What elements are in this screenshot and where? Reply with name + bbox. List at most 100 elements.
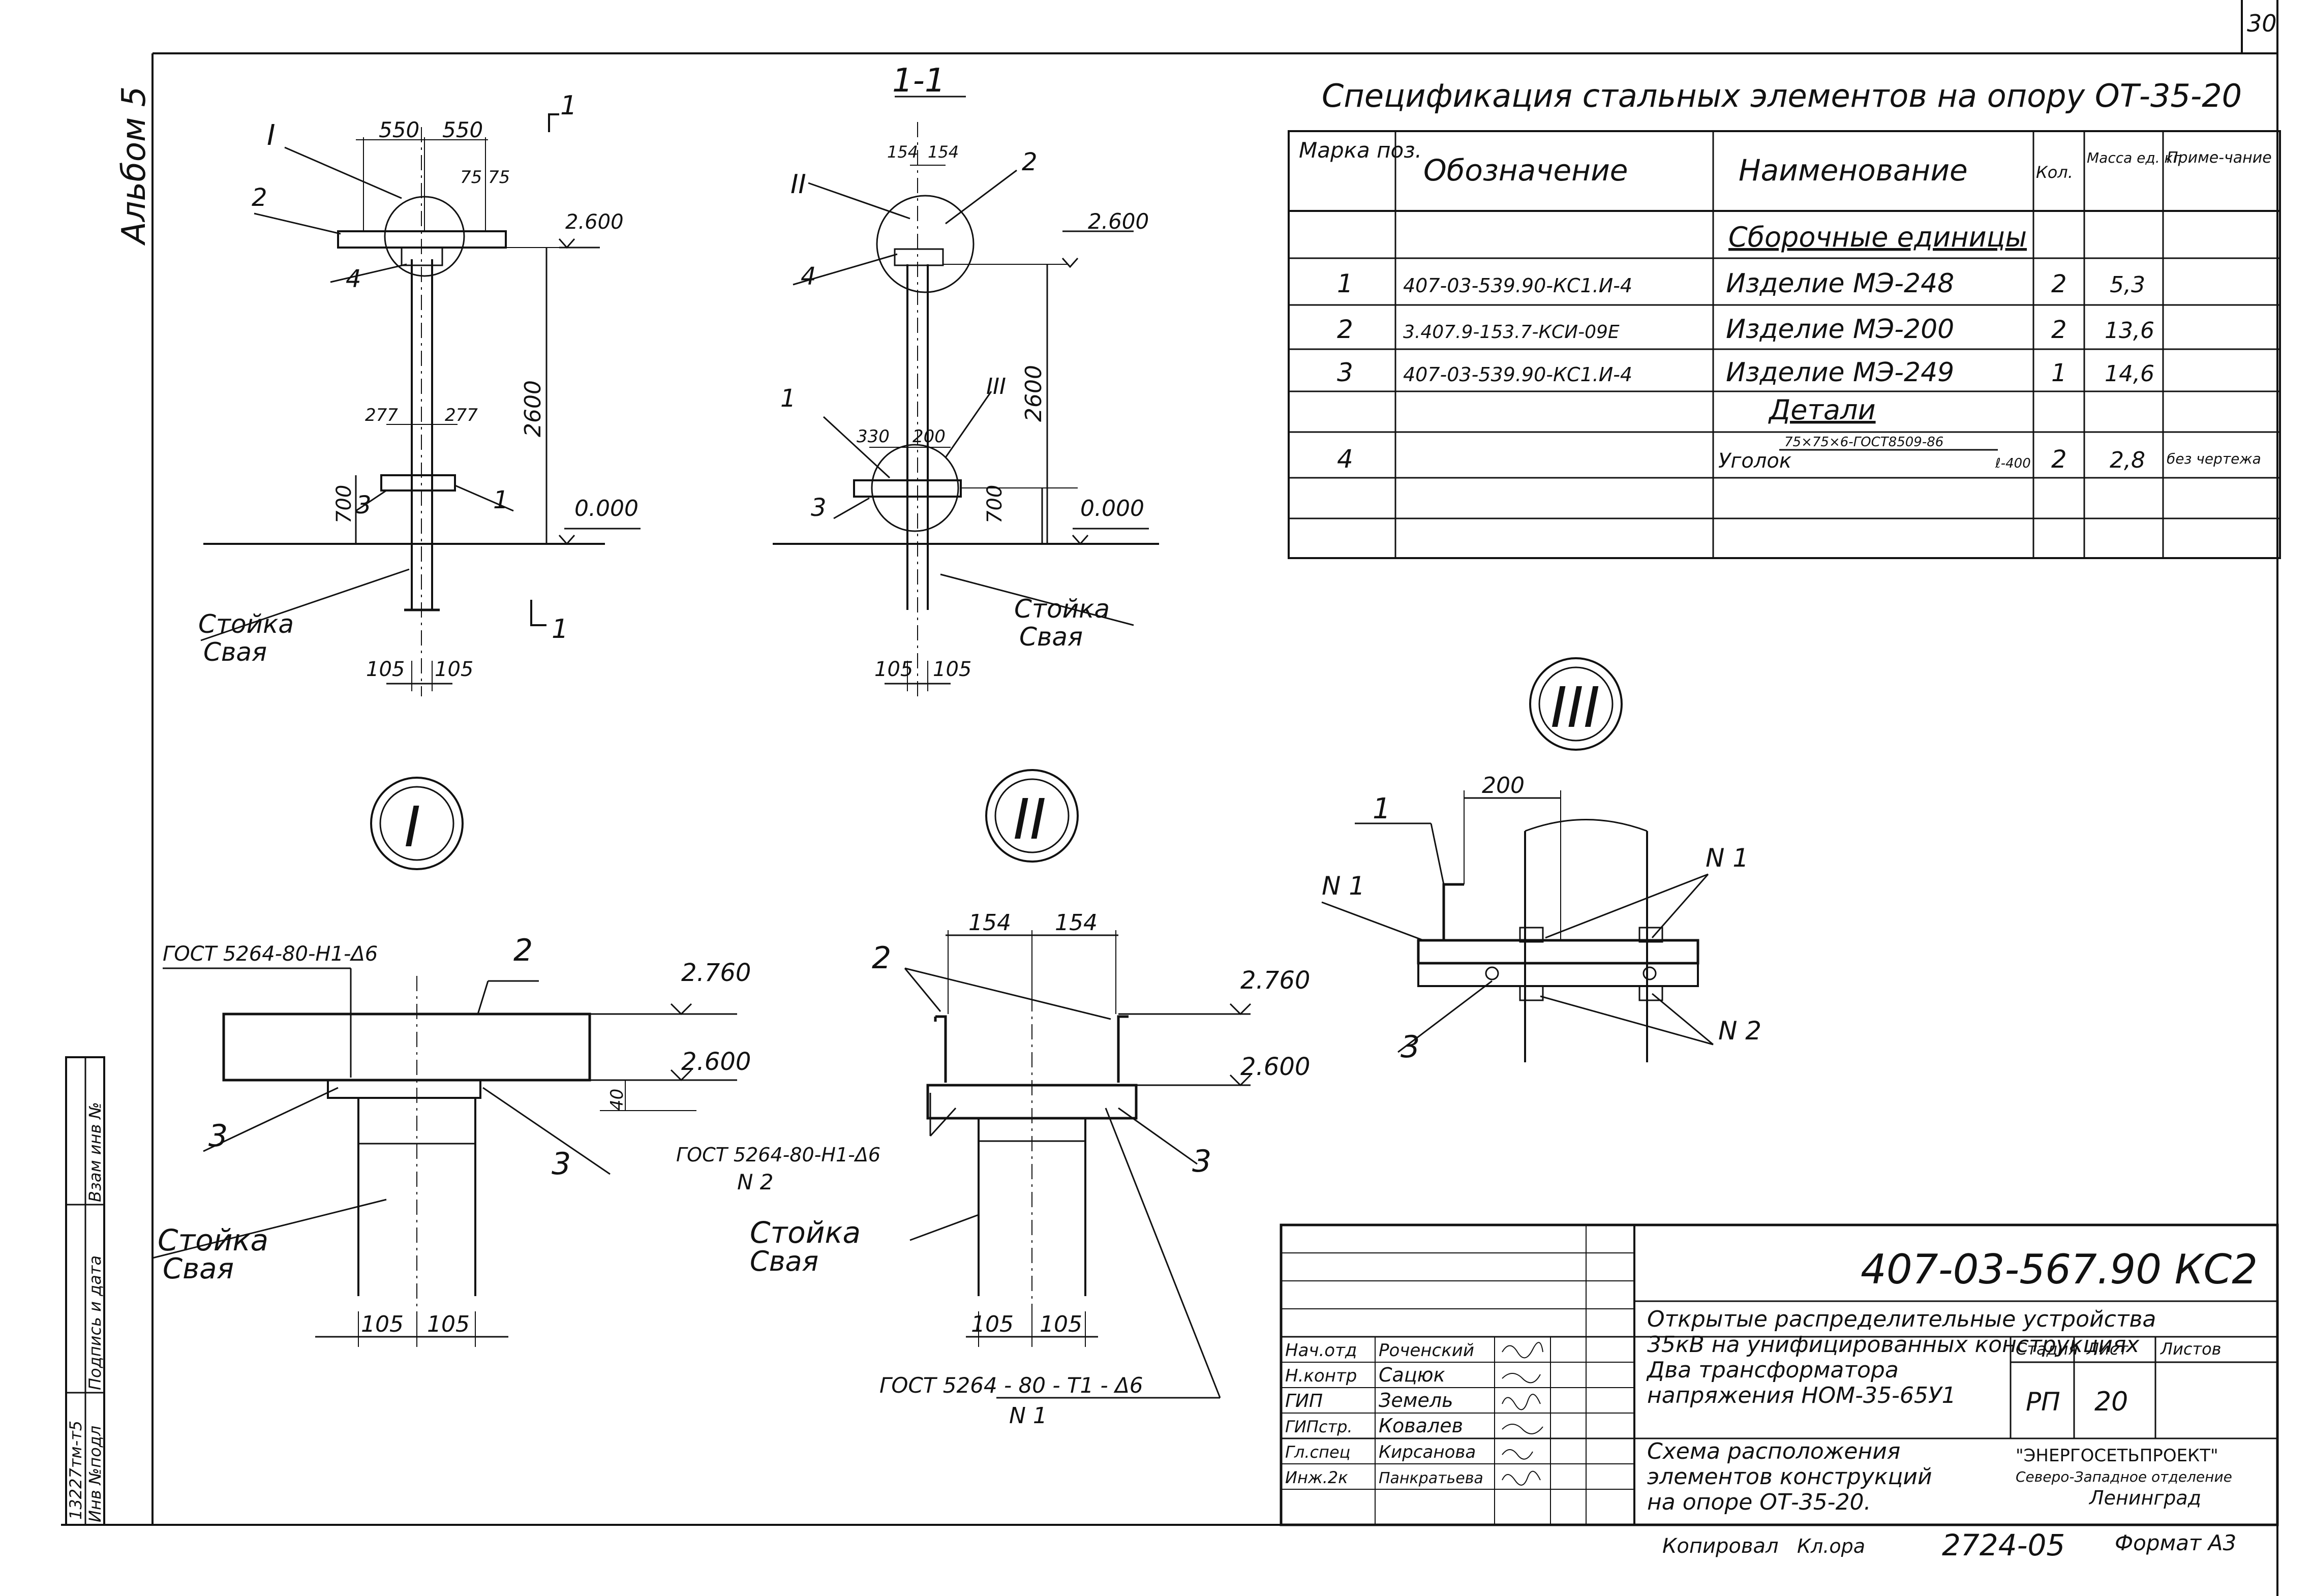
spec-row-name: Изделие МЭ-249 [1726, 357, 1954, 388]
detail-III-n2: N 2 [1718, 1016, 1761, 1046]
spec-row-designation: 407-03-539.90-КС1.И-4 [1403, 363, 1632, 386]
section-dim-154b: 154 [928, 142, 959, 162]
spec-row-note: без чертежа [2167, 450, 2261, 467]
spec-row-designation: 407-03-539.90-КС1.И-4 [1403, 274, 1632, 297]
spec-row: 1 407-03-539.90-КС1.И-4 Изделие МЭ-248 2… [1337, 268, 2145, 299]
signature-marks [1502, 1342, 1543, 1486]
section-label-pile: Свая [1019, 622, 1083, 652]
signer-row: Нач.отд Роченский [1285, 1340, 1474, 1361]
side-stamp [65, 1056, 105, 1526]
spec-row-name-sup: 75×75×6-ГОСТ8509-86 [1784, 435, 1943, 450]
detail-II-dim-105a: 105 [971, 1311, 1014, 1337]
signer-row: Гл.спец Кирсанова [1285, 1442, 1476, 1462]
detail-I-dim-105b: 105 [427, 1311, 470, 1337]
replace-inv-label: Взам инв № [85, 1102, 105, 1202]
signer-name: Кирсанова [1379, 1442, 1476, 1462]
detail-I-label: I [404, 794, 420, 860]
spec-row-qty: 1 [2051, 359, 2067, 387]
spec-group-assembly: Сборочные единицы [1728, 221, 2027, 253]
elevation-view [200, 113, 641, 696]
signer-role: ГИПстр. [1285, 1417, 1353, 1436]
elev-level-top: 2.600 [565, 210, 624, 234]
signer-role: ГИП [1285, 1391, 1323, 1411]
album-label: Альбом 5 [115, 86, 153, 246]
signature-date-label: Подпись и дата [85, 1255, 105, 1390]
elev-section-mark-top: 1 [560, 90, 577, 121]
signer-role: Гл.спец [1285, 1442, 1350, 1462]
spec-header-mass: Масса ед. кг [2087, 149, 2180, 166]
org-line-2: Северо-Западное отделение [2016, 1468, 2232, 1485]
stage-label: Стадия [2016, 1339, 2078, 1359]
signer-role: Н.контр [1285, 1366, 1357, 1386]
detail-I-pos-2: 2 [513, 933, 533, 968]
spec-row-pos: 3 [1337, 358, 1353, 387]
copied-by-label: Копировал [1662, 1534, 1779, 1558]
stage-value: РП [2026, 1387, 2060, 1417]
detail-II-weld-top: ГОСТ 5264-80-Н1-Δ6 [676, 1144, 880, 1166]
section-callout-II: II [790, 169, 806, 200]
spec-table-grid [1288, 130, 2281, 559]
sheet-label: Лист [2086, 1339, 2128, 1359]
spec-header-designation: Обозначение [1423, 153, 1628, 188]
elev-pos-4: 4 [346, 265, 361, 293]
spec-row-name: Изделие МЭ-248 [1726, 268, 1954, 299]
object-line-1: Два трансформатора [1646, 1357, 1899, 1383]
copy-number: 2724-05 [1942, 1528, 2065, 1562]
detail-II-weld-bottom-mark: N 1 [1009, 1403, 1047, 1429]
signer-role: Инж.2к [1285, 1468, 1348, 1487]
elev-dim-75b: 75 [488, 167, 510, 188]
detail-II-weld-top-mark: N 2 [737, 1170, 774, 1194]
inv-no-label: Инв №подл [85, 1426, 105, 1522]
spec-row-name-sub: ℓ-400 [1995, 456, 2031, 471]
signer-row: Н.контр Сацюк [1285, 1364, 1445, 1386]
title-block-grid [1280, 1223, 2279, 1526]
detail-III-n1-right: N 1 [1706, 843, 1749, 873]
detail-II-dim-154a: 154 [968, 910, 1011, 936]
section-dim-105a: 105 [874, 658, 913, 681]
spec-row-qty: 2 [2051, 316, 2067, 344]
signer-role: Нач.отд [1285, 1340, 1357, 1361]
section-level-ground: 0.000 [1080, 496, 1144, 521]
detail-III-pos-3: 3 [1401, 1029, 1420, 1065]
section-label-post: Стойка [1014, 594, 1110, 624]
section-pos-3: 3 [811, 494, 827, 522]
detail-II-label: II [1013, 787, 1046, 852]
spec-group-details: Детали [1768, 394, 1876, 426]
detail-II-weld-bottom: ГОСТ 5264 - 80 - Т1 - Δ6 [879, 1373, 1143, 1398]
section-dim-2600: 2600 [1021, 365, 1047, 422]
detail-II-dim-154b: 154 [1055, 910, 1098, 936]
elev-pos-2: 2 [252, 183, 267, 212]
elev-pos-3: 3 [356, 491, 372, 519]
spec-row-name: Уголок [1718, 449, 1791, 473]
section-dim-700: 700 [983, 485, 1007, 524]
spec-header-qty: Кол. [2036, 163, 2073, 182]
elev-dim-550a: 550 [379, 117, 419, 142]
spec-row-mass: 14,6 [2105, 361, 2154, 387]
elev-label-pile: Свая [203, 637, 267, 667]
section-dim-200: 200 [912, 426, 946, 447]
sheet-title-line-2: элементов конструкций [1647, 1464, 1932, 1490]
inv-no-value: 13227тм-т5 [66, 1421, 85, 1520]
sheet-number: 30 [2247, 10, 2277, 37]
signer-name: Панкратьева [1379, 1469, 1483, 1487]
signer-row: ГИП Земель [1285, 1389, 1453, 1411]
elev-callout-I: I [267, 119, 276, 152]
elev-dim-105a: 105 [366, 658, 405, 681]
elev-dim-2600: 2600 [520, 380, 546, 437]
spec-row-qty: 2 [2051, 445, 2067, 474]
detail-II-label-pile: Свая [750, 1245, 818, 1277]
spec-row-name: Изделие МЭ-200 [1726, 314, 1954, 345]
sheet-title-line-1: Схема расположения [1647, 1438, 1900, 1464]
spec-header-note: Приме-чание [2167, 149, 2272, 167]
detail-I-dim-40: 40 [607, 1089, 627, 1111]
spec-header-pos: Марка поз. [1299, 138, 1422, 163]
detail-I-pos-3b: 3 [552, 1146, 571, 1182]
signer-row: Инж.2к Панкратьева [1285, 1468, 1483, 1487]
signer-name: Сацюк [1379, 1364, 1445, 1386]
detail-I-level-2600: 2.600 [681, 1048, 751, 1076]
detail-II-pos-2: 2 [872, 940, 891, 976]
detail-I-label-post: Стойка [158, 1223, 268, 1257]
detail-III-label: III [1550, 675, 1600, 740]
doc-code: 407-03-567.90 КС2 [1861, 1246, 2258, 1293]
section-title: 1-1 [892, 62, 946, 100]
